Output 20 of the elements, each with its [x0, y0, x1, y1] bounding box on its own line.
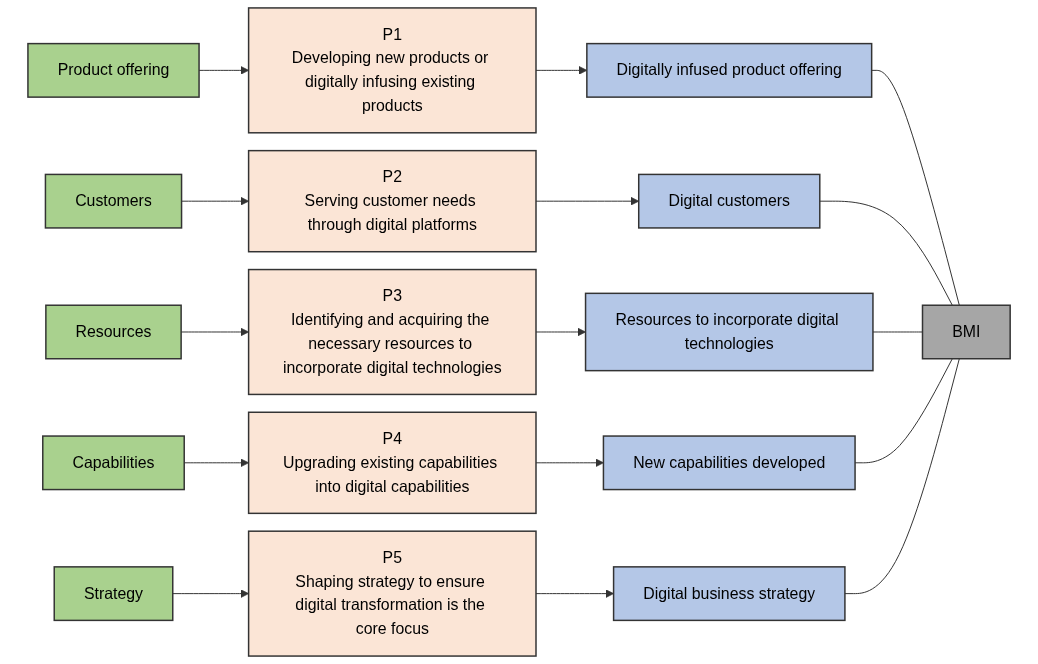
node-box: P5 Shaping strategy to ensure digital transformation is the core focus: [247, 530, 537, 657]
node-box: Capabilities: [42, 435, 185, 491]
node-box: P4 Upgrading existing capabilities into digital capabilities: [247, 411, 537, 515]
node-box: P3 Identifying and acquiring the necessary resources to incorporate digital technologies: [247, 268, 537, 396]
node-box: Strategy: [53, 566, 174, 622]
node-box: BMI: [921, 304, 1011, 360]
node-box: Resources: [45, 304, 182, 360]
node-box: Digital customers: [637, 173, 821, 229]
node-box: Customers: [44, 173, 183, 229]
node-box: P1 Developing new products or digitally infusing existing products: [247, 7, 537, 134]
connector: [844, 358, 960, 595]
node-box: Digitally infused product offering: [586, 42, 873, 98]
node-box: Resources to incorporate digital technologies: [584, 292, 874, 372]
node-box: Digital business strategy: [612, 566, 846, 622]
node-box: New capabilities developed: [602, 435, 856, 491]
connector: [871, 69, 960, 306]
connector: [872, 331, 923, 333]
node-box: P2 Serving customer needs through digital platforms: [247, 149, 537, 253]
node-box: Product offering: [27, 42, 200, 98]
connector: [819, 200, 953, 306]
